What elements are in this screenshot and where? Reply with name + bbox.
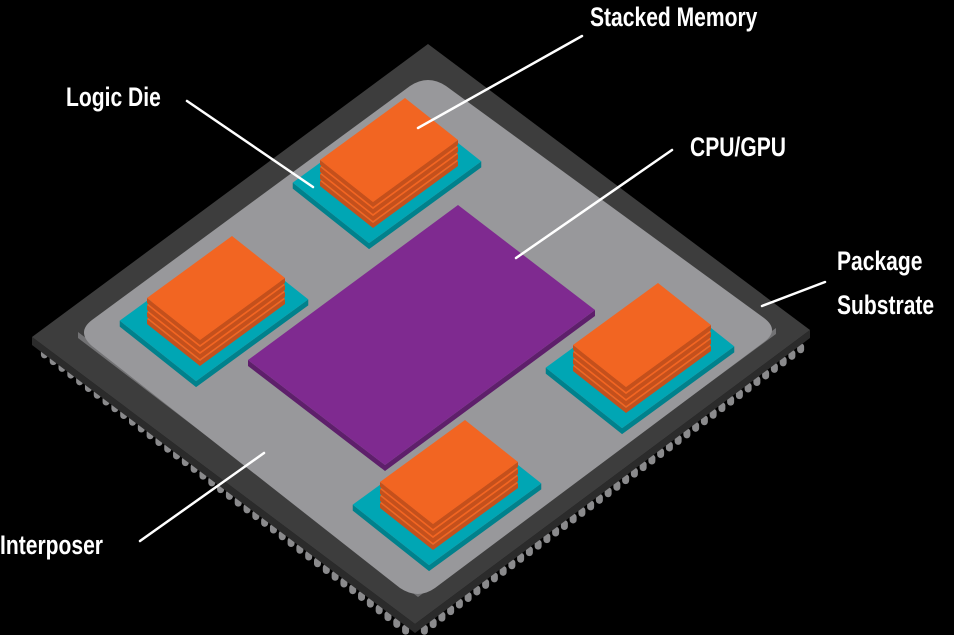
dram-layer-side xyxy=(320,161,458,228)
dram-layer-side xyxy=(147,278,285,345)
dram-layer-side xyxy=(320,140,458,207)
logic-die-side xyxy=(352,483,542,572)
dram-layer-side xyxy=(573,332,711,399)
dram-layer-side xyxy=(320,154,458,221)
dram-layer-side xyxy=(380,483,518,550)
package-substrate-leader xyxy=(760,280,827,308)
dram-layer-side xyxy=(147,299,285,366)
dram-layer-side xyxy=(320,147,458,214)
logic-die-side xyxy=(119,299,309,388)
cpu-gpu-side xyxy=(248,310,595,471)
dram-layer-side xyxy=(573,325,711,392)
leader-lines xyxy=(138,34,827,543)
memory-stack xyxy=(352,420,542,572)
stacked-memory-leader xyxy=(416,34,584,130)
dram-layer-side xyxy=(380,462,518,529)
logic-die-label: Logic Die xyxy=(66,82,161,112)
logic-die-side xyxy=(545,346,735,435)
dram-layer-side xyxy=(380,476,518,543)
cpu-gpu-die xyxy=(248,205,595,465)
dram-layer xyxy=(147,236,285,340)
dram-layer-side xyxy=(147,285,285,352)
stacked-memory-label: Stacked Memory xyxy=(590,2,758,32)
dram-layer-side xyxy=(380,469,518,536)
cpu-gpu-leader xyxy=(514,148,674,260)
logic-die-leader xyxy=(185,99,315,189)
dram-layer-side xyxy=(573,339,711,406)
logic-die-side xyxy=(292,161,482,250)
package-substrate-label-line1: Package xyxy=(837,246,923,276)
cpu-gpu-label: CPU/GPU xyxy=(690,132,786,162)
dram-layer xyxy=(380,420,518,524)
dram-layer xyxy=(573,283,711,387)
package-substrate-label-line2: Substrate xyxy=(837,290,935,320)
interposer-label: Interposer xyxy=(0,530,103,560)
interposer-leader xyxy=(138,451,266,543)
memory-stack xyxy=(545,283,735,435)
dram-layer-side xyxy=(147,292,285,359)
memory-stack xyxy=(119,236,309,388)
memory-stacks xyxy=(119,98,735,572)
dram-layer-side xyxy=(573,346,711,413)
